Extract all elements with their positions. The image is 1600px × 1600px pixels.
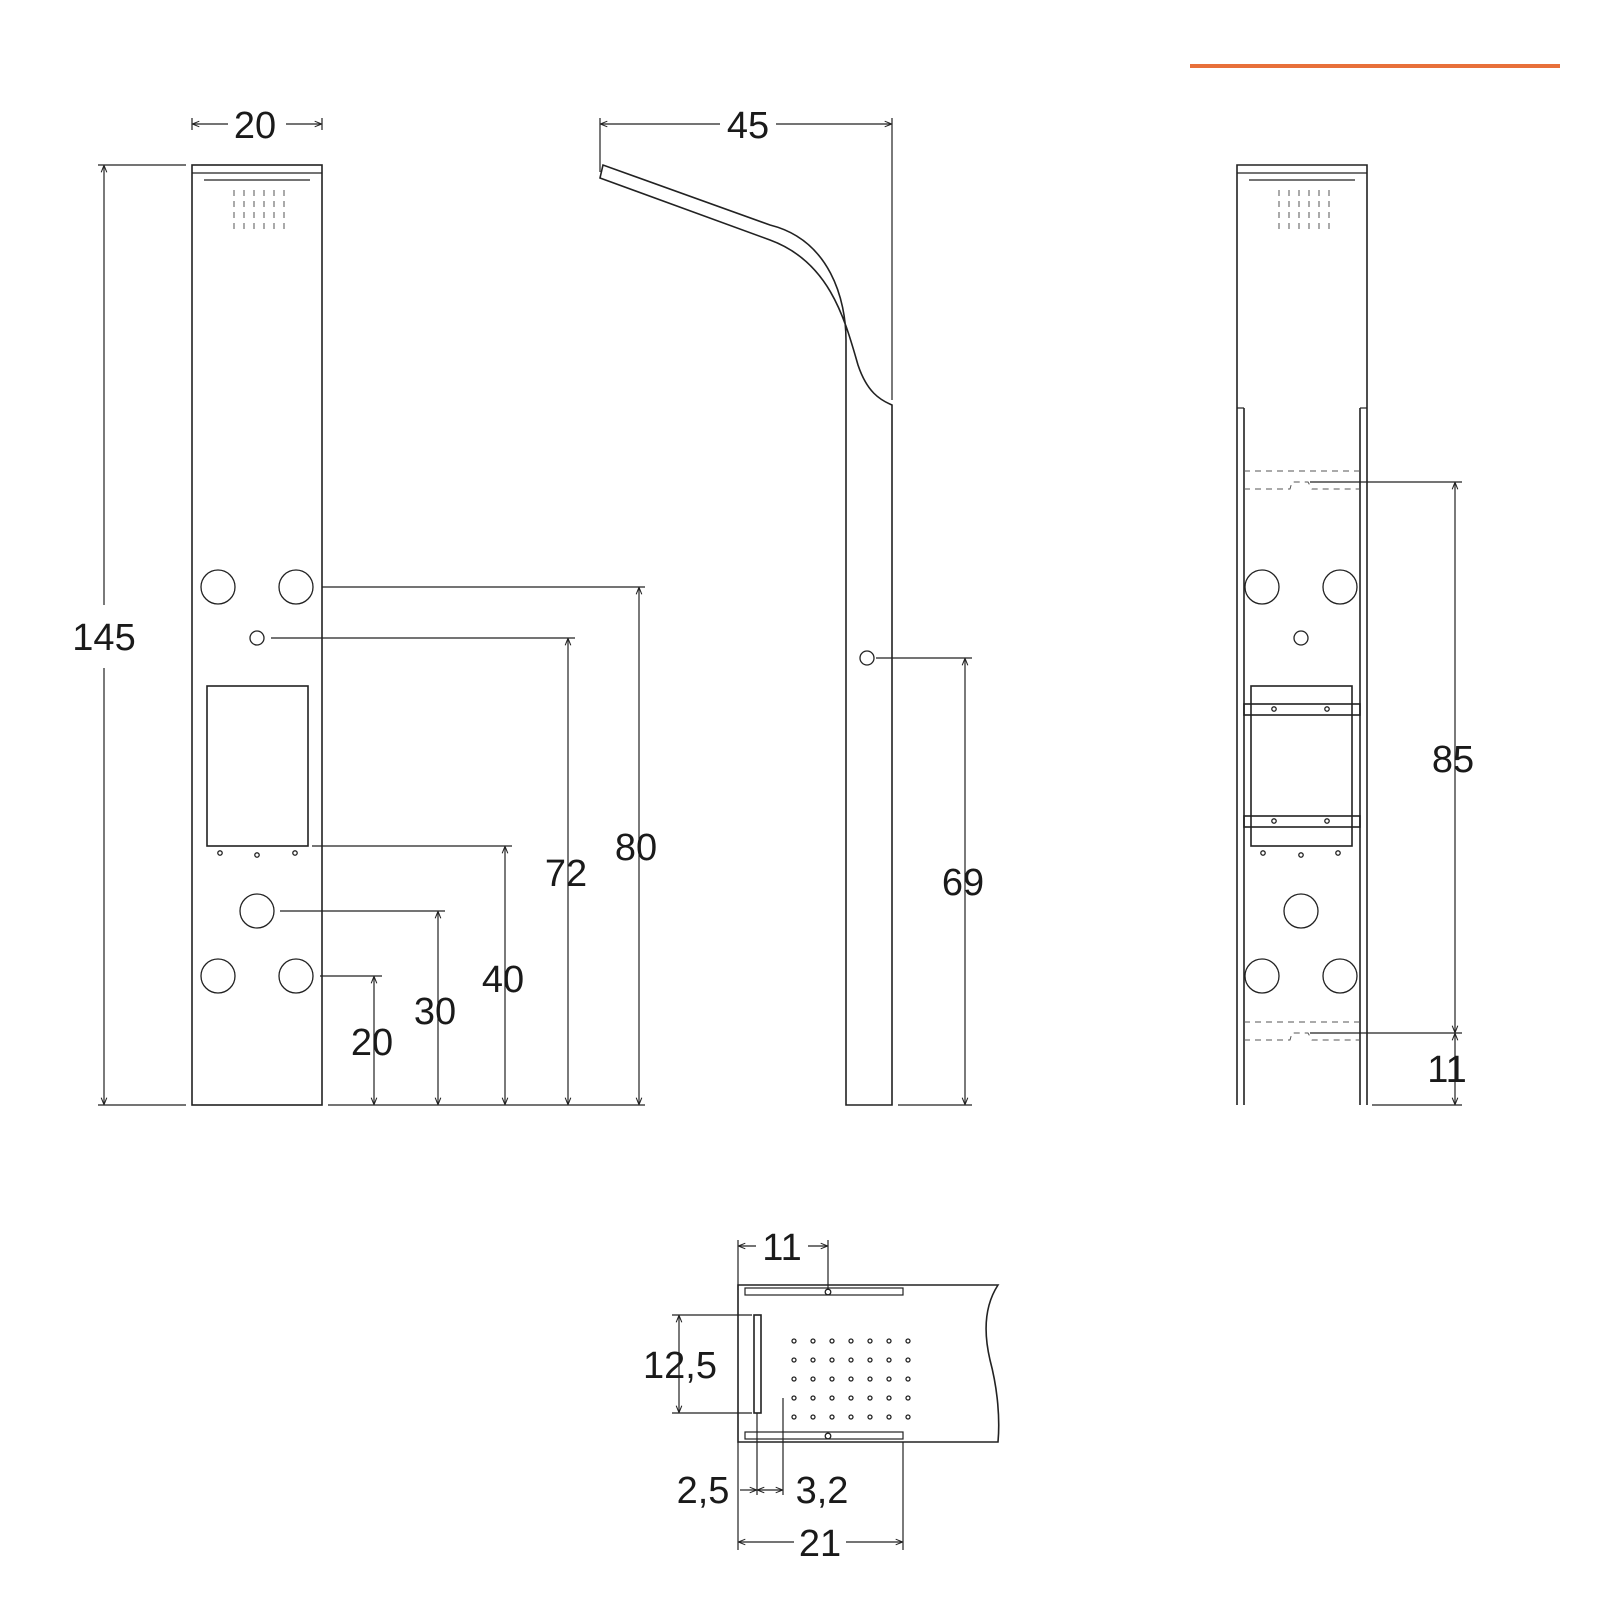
rain-hole (791, 1357, 797, 1363)
rain-hole (867, 1395, 873, 1401)
rain-hole (905, 1376, 911, 1382)
rain-hole (810, 1338, 816, 1344)
dim-side-outlet-height: 69 (942, 862, 984, 904)
rain-hole (810, 1414, 816, 1420)
back-control-box (1250, 685, 1353, 847)
rain-hole (791, 1414, 797, 1420)
front-lower-jet-right (278, 958, 314, 994)
back-diverter (1293, 630, 1309, 646)
rain-hole (829, 1338, 835, 1344)
top-waterfall-slot (753, 1314, 762, 1414)
front-control-panel (206, 685, 309, 847)
side-view: 45 69 (599, 105, 984, 1106)
dim-front-width: 20 (234, 105, 276, 147)
dim-top-offset-b: 3,2 (796, 1470, 849, 1512)
dim-middle-jet-height: 30 (414, 991, 456, 1033)
rain-hole (810, 1376, 816, 1382)
dim-diverter-height: 72 (545, 853, 587, 895)
rain-hole (848, 1338, 854, 1344)
rain-hole (848, 1376, 854, 1382)
top-view: 11 12,5 2,5 3,2 21 (643, 1227, 1000, 1565)
back-rain-head (1278, 190, 1330, 234)
rain-hole (829, 1395, 835, 1401)
rain-hole (791, 1376, 797, 1382)
dim-back-mount-bottom: 11 (1427, 1049, 1466, 1091)
rain-hole (905, 1338, 911, 1344)
dim-side-depth: 45 (727, 105, 769, 147)
back-view: 85 11 (1236, 164, 1474, 1106)
back-lower-jet-left (1244, 958, 1280, 994)
front-upper-jet-right (278, 569, 314, 605)
top-rain-holes (791, 1338, 911, 1420)
dim-panel-bottom-height: 40 (482, 959, 524, 1001)
dim-back-mount-spacing: 85 (1432, 739, 1474, 781)
rain-hole (829, 1414, 835, 1420)
rain-hole (829, 1357, 835, 1363)
back-lower-jet-right (1322, 958, 1358, 994)
rain-hole (905, 1414, 911, 1420)
dim-top-width: 21 (799, 1523, 841, 1565)
front-view: 20 145 80 72 40 30 20 (72, 105, 657, 1106)
side-outlet (859, 650, 875, 666)
rain-hole (848, 1357, 854, 1363)
dim-lower-jets-height: 20 (351, 1022, 393, 1064)
back-middle-jet (1283, 893, 1319, 929)
rain-hole (905, 1395, 911, 1401)
dim-upper-jets-height: 80 (615, 827, 657, 869)
rain-hole (867, 1414, 873, 1420)
rain-hole (791, 1338, 797, 1344)
dim-top-depth: 11 (762, 1227, 801, 1269)
dim-front-height: 145 (72, 617, 135, 659)
front-diverter (249, 630, 265, 646)
rain-hole (886, 1376, 892, 1382)
rain-hole (886, 1395, 892, 1401)
rain-hole (867, 1357, 873, 1363)
rain-hole (867, 1338, 873, 1344)
rain-hole (829, 1376, 835, 1382)
dim-top-offset-a: 2,5 (677, 1470, 730, 1512)
rain-hole (848, 1395, 854, 1401)
rain-hole (791, 1395, 797, 1401)
rain-hole (905, 1357, 911, 1363)
rain-hole (810, 1395, 816, 1401)
front-upper-jet-left (200, 569, 236, 605)
rain-hole (886, 1414, 892, 1420)
front-lower-jet-left (200, 958, 236, 994)
rain-hole (886, 1357, 892, 1363)
rain-hole (810, 1357, 816, 1363)
back-upper-jet-right (1322, 569, 1358, 605)
rain-hole (848, 1414, 854, 1420)
front-rain-head (233, 190, 285, 234)
back-upper-jet-left (1244, 569, 1280, 605)
dim-top-waterfall: 12,5 (643, 1345, 717, 1387)
rain-hole (886, 1338, 892, 1344)
front-middle-jet (239, 893, 275, 929)
rain-hole (867, 1376, 873, 1382)
